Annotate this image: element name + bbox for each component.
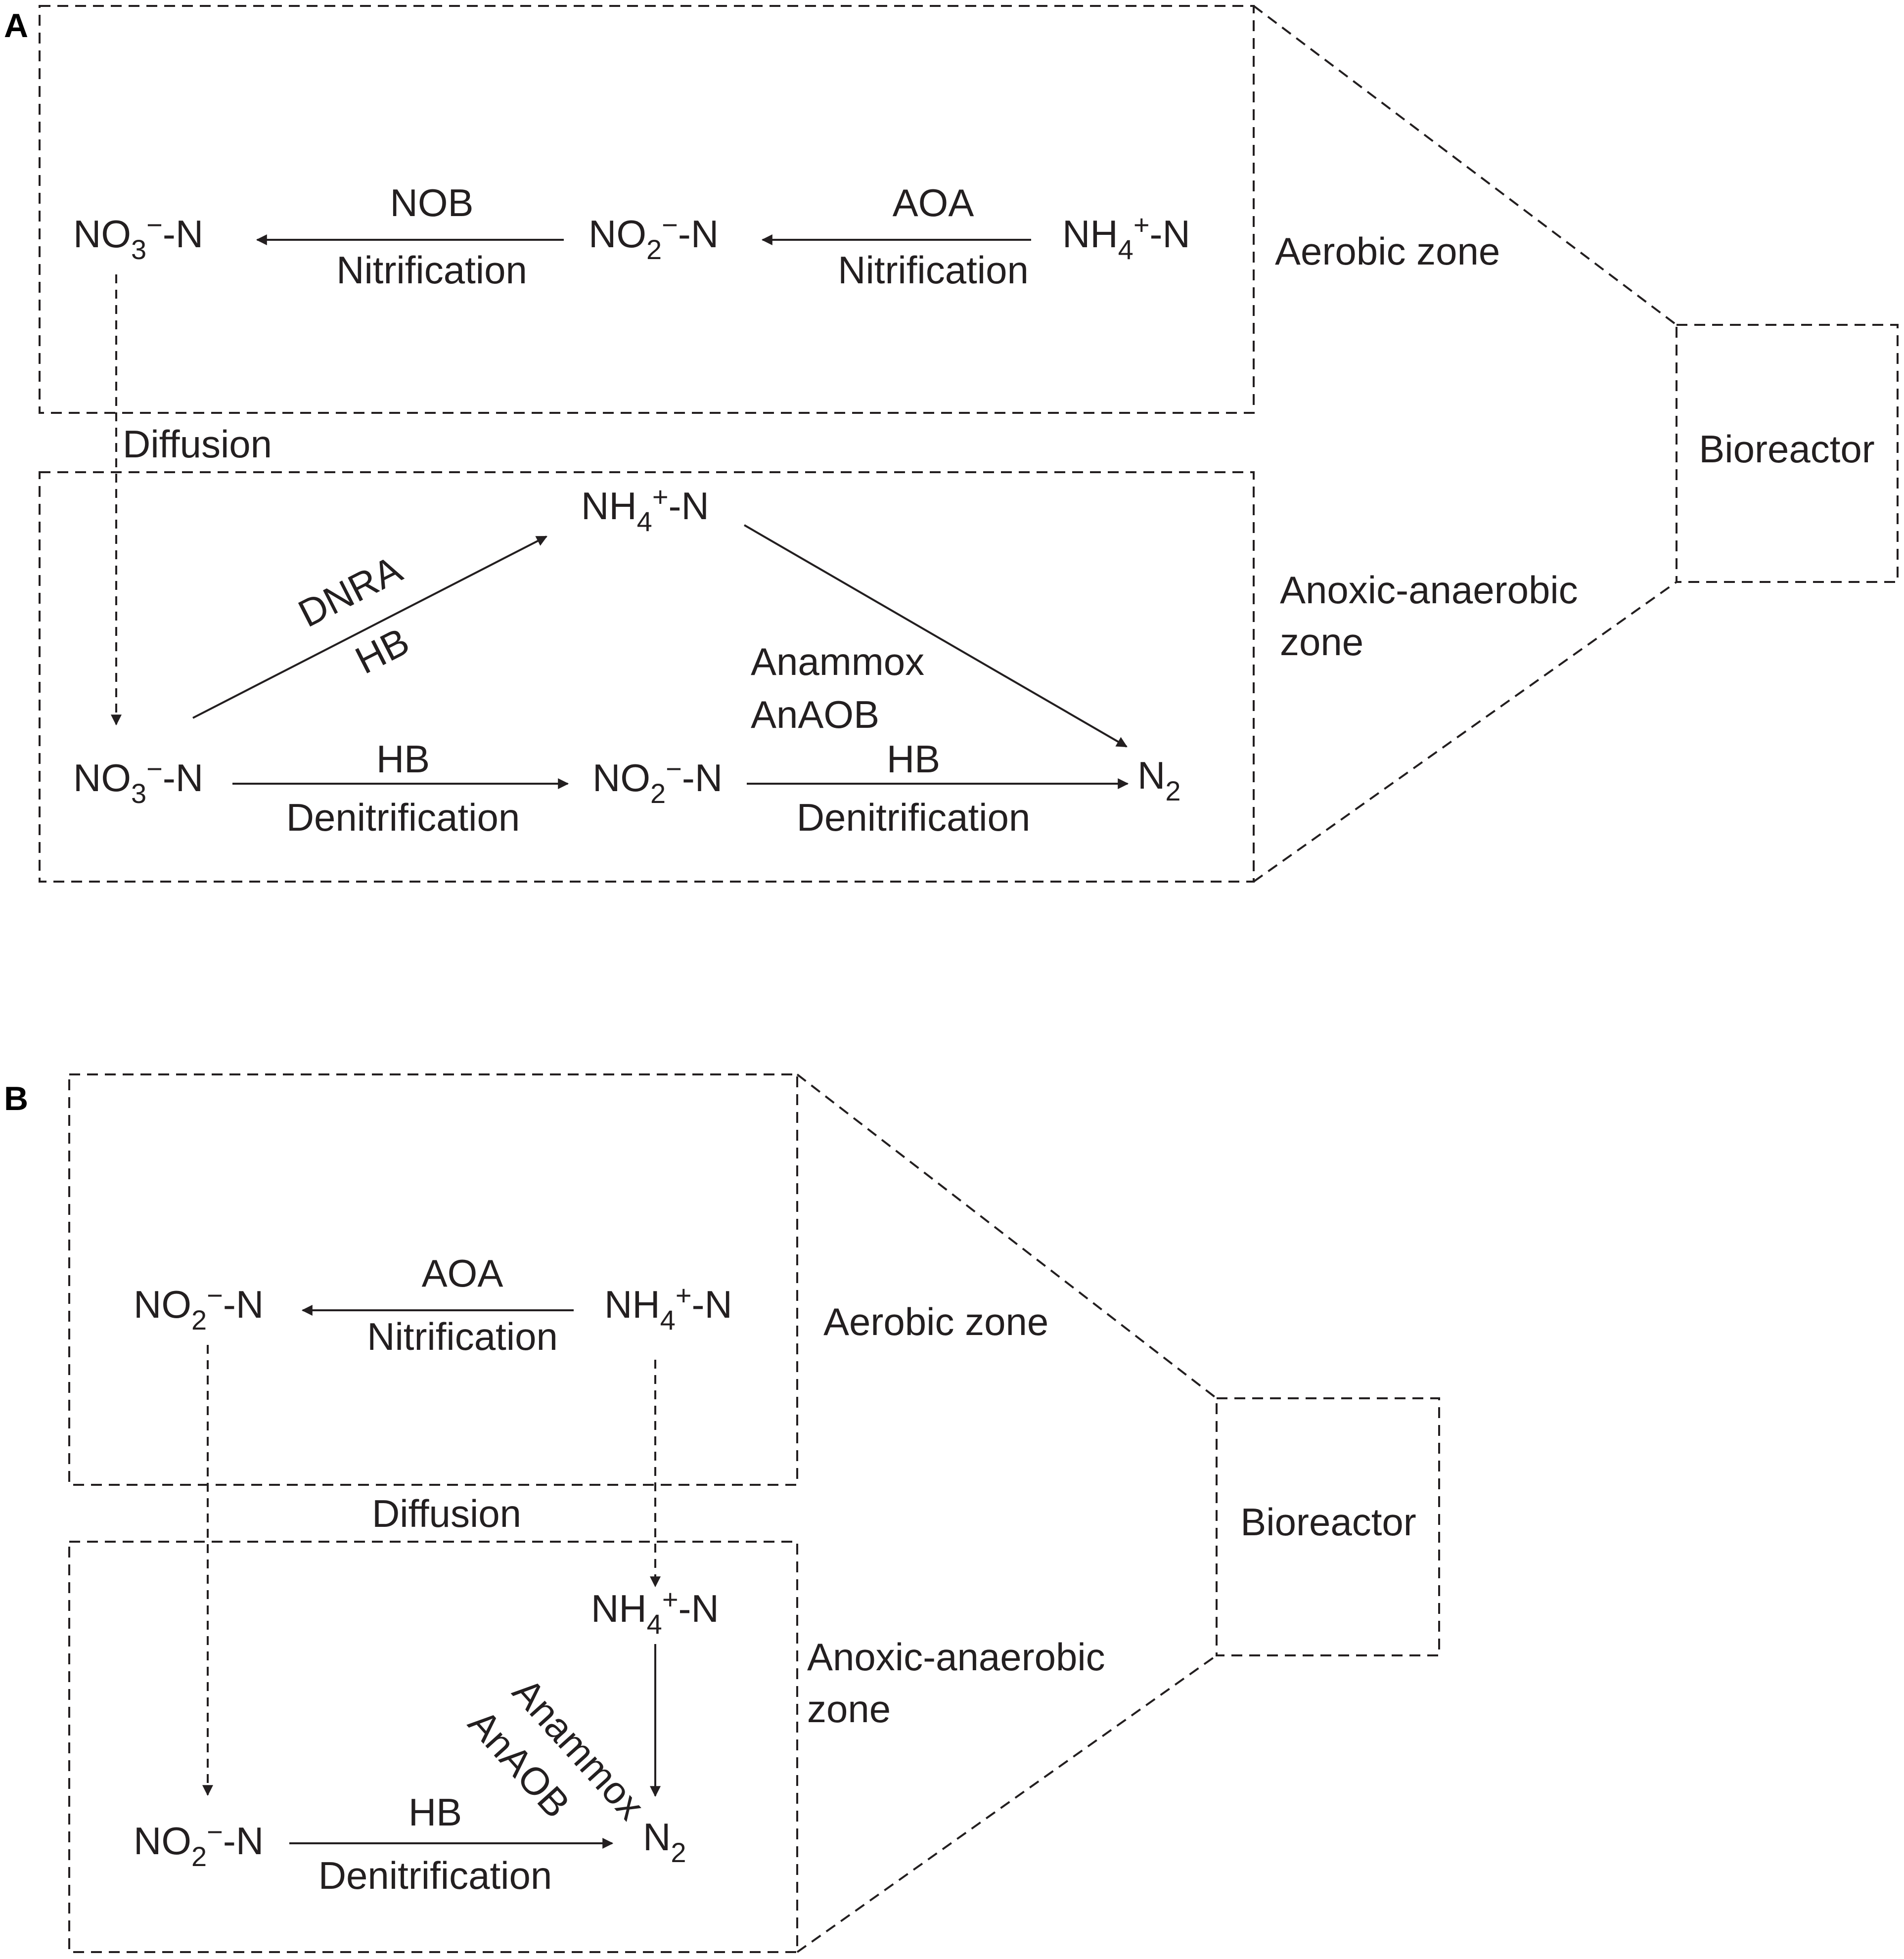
panel-b-anoxic-zone-label-2: zone <box>807 1687 891 1731</box>
panel-a-denitrification-label-1: Denitrification <box>286 796 520 839</box>
panel-a-denitrification-label-2: Denitrification <box>797 796 1031 839</box>
panel-b-anoxic-nh4: NH4+-N <box>591 1584 719 1640</box>
panel-a-aerobic-nh4: NH4+-N <box>1062 209 1190 265</box>
panel-b-aerobic-zone-label: Aerobic zone <box>823 1300 1048 1343</box>
panel-a-diffusion-label: Diffusion <box>123 422 272 466</box>
panel-b-zoom-line-bottom <box>796 1654 1218 1953</box>
panel-a-anoxic-zone-label-2: zone <box>1280 620 1363 664</box>
panel-a-aerobic-no3: NO3−-N <box>73 209 203 265</box>
panel-b-aerobic-nh4: NH4+-N <box>604 1280 732 1336</box>
panel-b-diffusion-label: Diffusion <box>372 1492 521 1535</box>
panel-a-bioreactor-label: Bioreactor <box>1699 427 1875 471</box>
panel-a-anoxic-n2: N2 <box>1137 754 1181 806</box>
panel-a-dnra-hb-label: HB <box>348 619 416 682</box>
panel-b-anoxic-zone-box <box>68 1541 798 1953</box>
panel-b-aoa-label: AOA <box>422 1251 503 1295</box>
panel-a-bioreactor-box <box>1676 324 1899 583</box>
panel-b-zoom-line-top <box>796 1073 1218 1399</box>
panel-a-anammox-arrow <box>743 524 1128 748</box>
panel-a-anoxic-no3: NO3−-N <box>73 753 203 809</box>
panel-a-anoxic-no2: NO2−-N <box>592 753 723 809</box>
panel-a-aerobic-zone-label: Aerobic zone <box>1275 229 1500 273</box>
panel-a-hb-label-2: HB <box>887 737 940 781</box>
panel-a-dnra-arrow <box>192 535 547 719</box>
panel-b-anoxic-no2: NO2−-N <box>134 1816 264 1872</box>
panel-a-anaob-label: AnAOB <box>751 693 879 736</box>
panel-b-denitrification-label: Denitrification <box>318 1854 552 1897</box>
panel-b-nitrification-label: Nitrification <box>367 1315 558 1358</box>
panel-a-label: A <box>4 7 28 45</box>
panel-a-nitrification-label-1: Nitrification <box>336 248 527 292</box>
panel-a-anoxic-nh4: NH4+-N <box>581 481 709 537</box>
panel-b-aerobic-zone-box <box>68 1073 798 1486</box>
panel-a-nitrification-label-2: Nitrification <box>838 248 1029 292</box>
panel-a-anoxic-zone-label-1: Anoxic-anaerobic <box>1280 568 1578 612</box>
panel-a-zoom-line-bottom <box>1253 581 1677 883</box>
panel-a-anoxic-zone-box <box>39 471 1255 883</box>
panel-a-nob-label: NOB <box>390 181 473 224</box>
panel-a-zoom-line-top <box>1253 5 1677 326</box>
panel-a-aerobic-no2: NO2−-N <box>589 209 719 265</box>
panel-a-aoa-label: AOA <box>893 181 974 224</box>
panel-a-hb-label-1: HB <box>376 737 430 781</box>
panel-b-aerobic-no2: NO2−-N <box>134 1280 264 1336</box>
panel-b-hb-label: HB <box>408 1790 462 1834</box>
panel-b-bioreactor-label: Bioreactor <box>1240 1500 1416 1544</box>
panel-b-bioreactor-box <box>1216 1397 1440 1656</box>
panel-b-anoxic-zone-label-1: Anoxic-anaerobic <box>807 1635 1105 1679</box>
panel-a-anammox-label: Anammox <box>751 640 924 683</box>
panel-b-label: B <box>4 1080 28 1117</box>
panel-a-aerobic-zone-box <box>39 5 1255 414</box>
panel-b-anoxic-n2: N2 <box>643 1815 686 1868</box>
